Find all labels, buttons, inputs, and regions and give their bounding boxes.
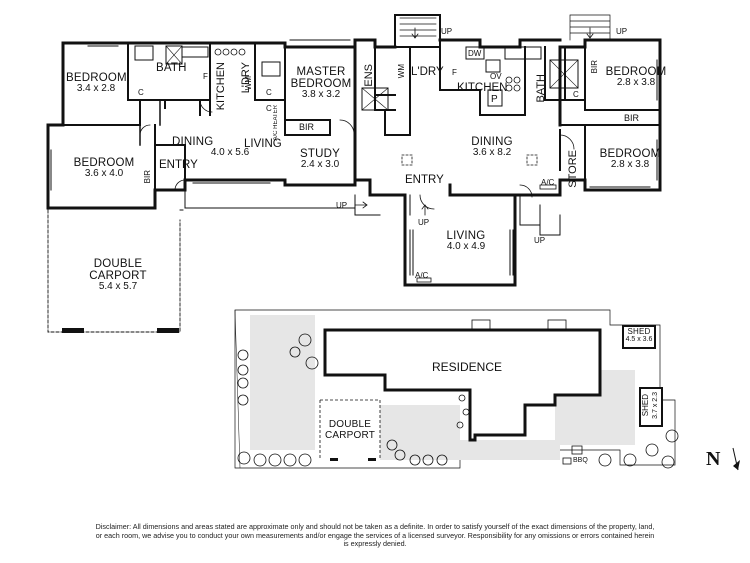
label-up-1: UP bbox=[441, 27, 453, 36]
shed-1-outline bbox=[622, 325, 656, 349]
room-bath-east: BATH bbox=[535, 74, 547, 103]
north-label: N bbox=[706, 448, 721, 470]
shed-2-outline bbox=[639, 387, 663, 427]
room-living-east: LIVING 4.0 x 4.9 bbox=[446, 230, 486, 253]
room-kitchen-west: KITCHEN bbox=[215, 62, 227, 111]
room-dining-east: DINING 3.6 x 8.2 bbox=[471, 136, 513, 159]
site-residence-label: RESIDENCE bbox=[432, 360, 503, 374]
room-entry-east: ENTRY bbox=[405, 174, 444, 186]
trees bbox=[237, 333, 679, 469]
room-bedroom-e2: BEDROOM 2.8 x 3.8 bbox=[599, 148, 661, 171]
label-dw: DW bbox=[468, 49, 482, 58]
room-laundry-east: L'DRY bbox=[411, 66, 444, 78]
label-f-west: F bbox=[203, 72, 208, 81]
label-ac-living: A/C bbox=[415, 271, 429, 280]
label-ac-heater: A/C HEATER bbox=[273, 105, 279, 141]
room-kitchen-east: KITCHEN bbox=[457, 82, 508, 94]
room-store: STORE bbox=[567, 150, 579, 188]
label-ac-east: A/C bbox=[541, 178, 555, 187]
label-c-2: C bbox=[266, 88, 272, 97]
label-up-3: UP bbox=[336, 201, 348, 210]
label-ov: OV bbox=[490, 72, 502, 81]
room-study: STUDY 2.4 x 3.0 bbox=[300, 148, 340, 171]
site-bbq-label: BBQ bbox=[573, 457, 588, 464]
room-double-carport: DOUBLE CARPORT 5.4 x 5.7 bbox=[89, 258, 147, 293]
label-c-3: C bbox=[266, 104, 272, 113]
disclaimer-text: Disclaimer: All dimensions and areas sta… bbox=[95, 522, 655, 549]
middle-outline bbox=[353, 38, 562, 182]
label-bir-east-1: BIR bbox=[590, 60, 599, 74]
site-boundary bbox=[234, 309, 676, 469]
label-c-1: C bbox=[138, 88, 144, 97]
label-up-2: UP bbox=[616, 27, 628, 36]
site-carport-label: DOUBLE CARPORT bbox=[324, 419, 376, 441]
label-f-east: F bbox=[452, 68, 457, 77]
site-shed-1-label: SHED 4.5 x 3.6 bbox=[625, 327, 653, 344]
label-wm-west: WM bbox=[244, 76, 253, 91]
label-bir-west-2: BIR bbox=[143, 170, 152, 184]
label-bir-west-1: BIR bbox=[299, 122, 315, 132]
room-ensuite: ENS bbox=[363, 64, 375, 87]
site-shed-2-dims: 3.7 x 2.3 bbox=[652, 392, 659, 419]
room-bedroom-nw: BEDROOM 3.4 x 2.8 bbox=[66, 72, 127, 95]
room-living-west: LIVING bbox=[244, 138, 282, 150]
room-bedroom-w2: BEDROOM 3.6 x 4.0 bbox=[73, 157, 135, 180]
room-entry-west: ENTRY bbox=[159, 159, 198, 171]
label-up-4: UP bbox=[418, 218, 430, 227]
label-up-5: UP bbox=[534, 236, 546, 245]
room-bedroom-ne: BEDROOM 2.8 x 3.8 bbox=[605, 66, 667, 89]
label-p: P bbox=[491, 94, 498, 105]
room-bath-west: BATH bbox=[156, 62, 187, 74]
label-c-4: C bbox=[573, 90, 579, 99]
label-wm-east: WM bbox=[397, 64, 406, 79]
site-shed-2-name: SHED bbox=[641, 394, 650, 417]
west-unit-interior-walls bbox=[62, 42, 331, 209]
label-bir-east-2: BIR bbox=[624, 113, 640, 123]
residence-outline bbox=[323, 328, 602, 442]
room-master-bedroom: MASTER BEDROOM 3.8 x 3.2 bbox=[290, 66, 352, 101]
carport-outline bbox=[47, 209, 186, 333]
room-dining-west: DINING 4.0 x 5.6 bbox=[172, 136, 250, 159]
